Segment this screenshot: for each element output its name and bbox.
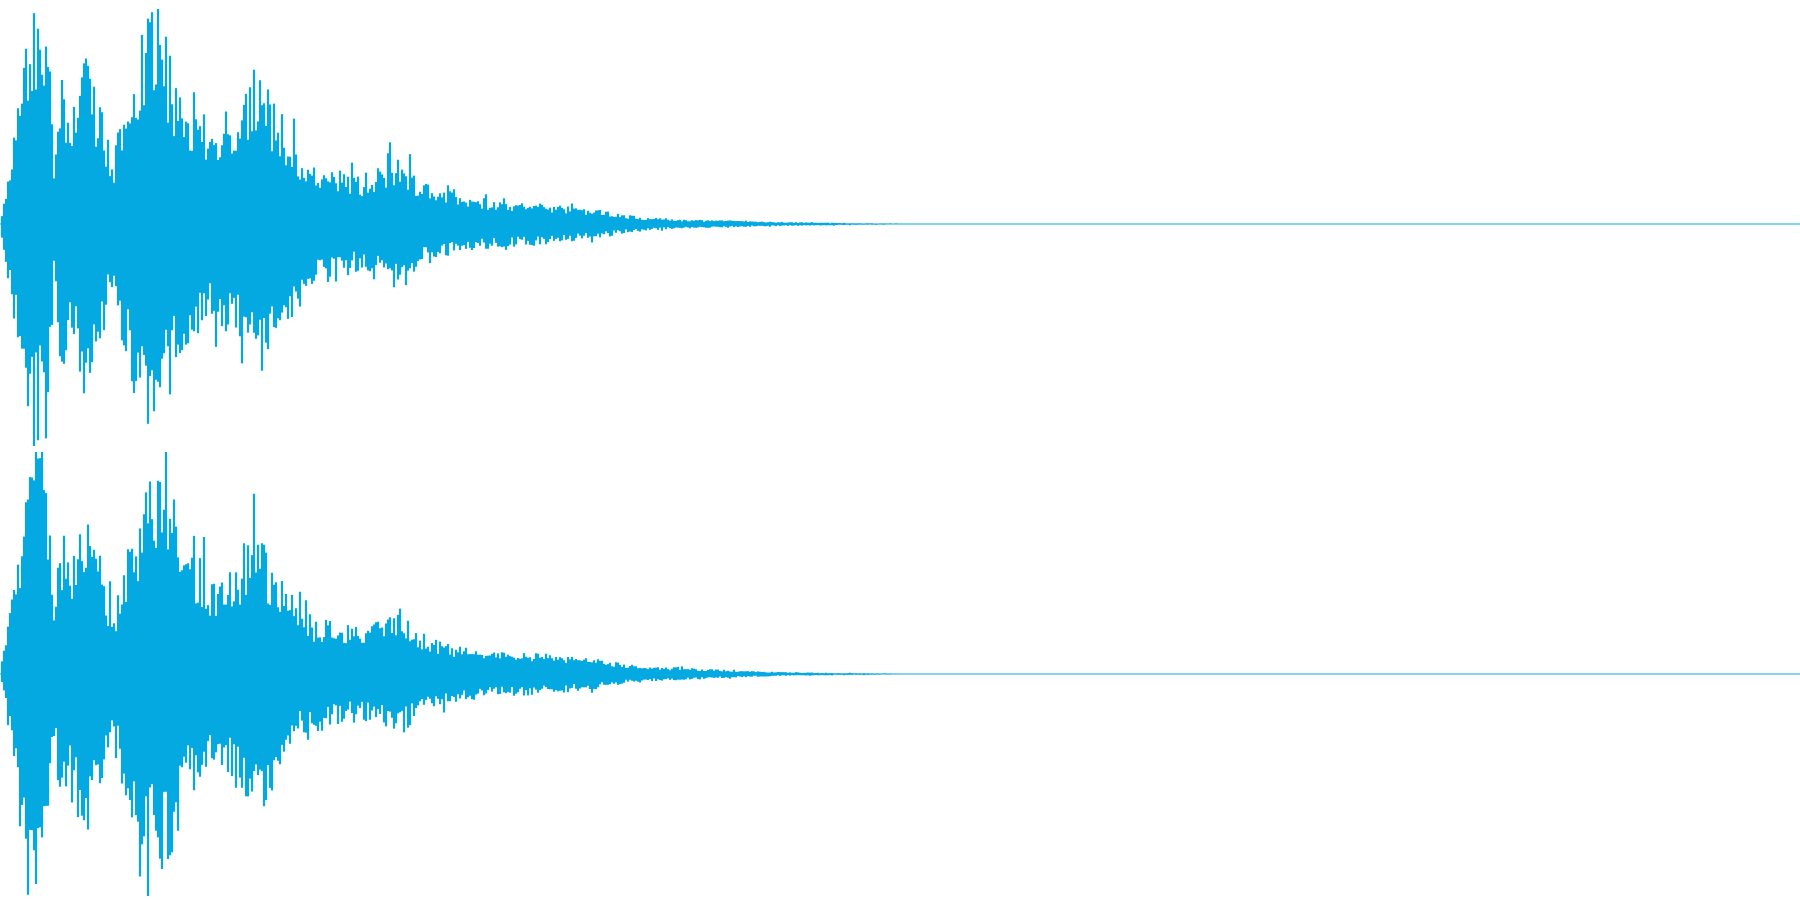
waveform-channel-left[interactable] bbox=[0, 9, 1800, 446]
waveform-channel-right[interactable] bbox=[0, 452, 1800, 896]
channel-right-waveform bbox=[0, 452, 964, 896]
channel-left-waveform bbox=[0, 9, 962, 446]
